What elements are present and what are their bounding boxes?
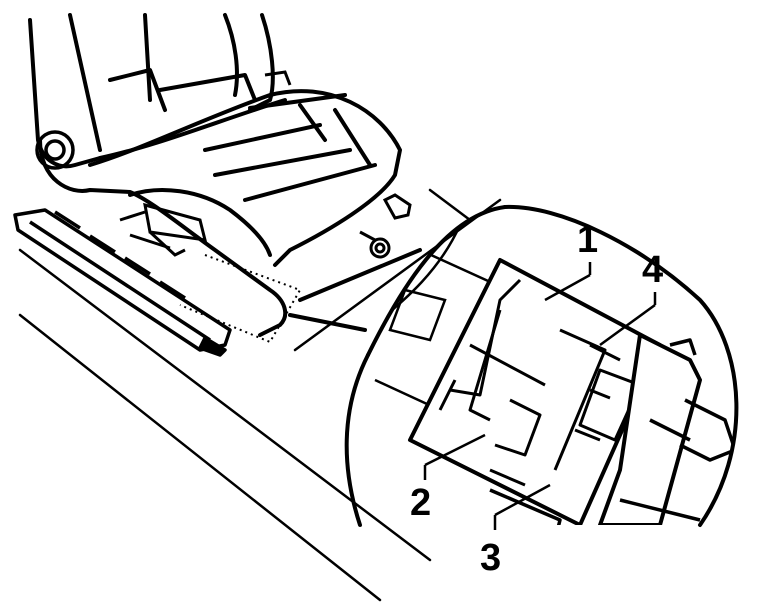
leader-lines [423,262,657,530]
floor-lines [18,188,502,602]
adjust-levers [119,202,207,257]
connector-detail [374,224,737,525]
rear-mounts [264,70,412,259]
callout-2: 2 [410,482,431,524]
seat-rails [13,208,232,357]
callout-3: 3 [480,537,501,579]
callout-1: 1 [577,219,598,261]
recline-pivot [35,130,75,170]
seat-body [38,89,402,337]
callout-labels: 1 2 3 4 [410,219,663,579]
callout-4: 4 [642,249,663,291]
